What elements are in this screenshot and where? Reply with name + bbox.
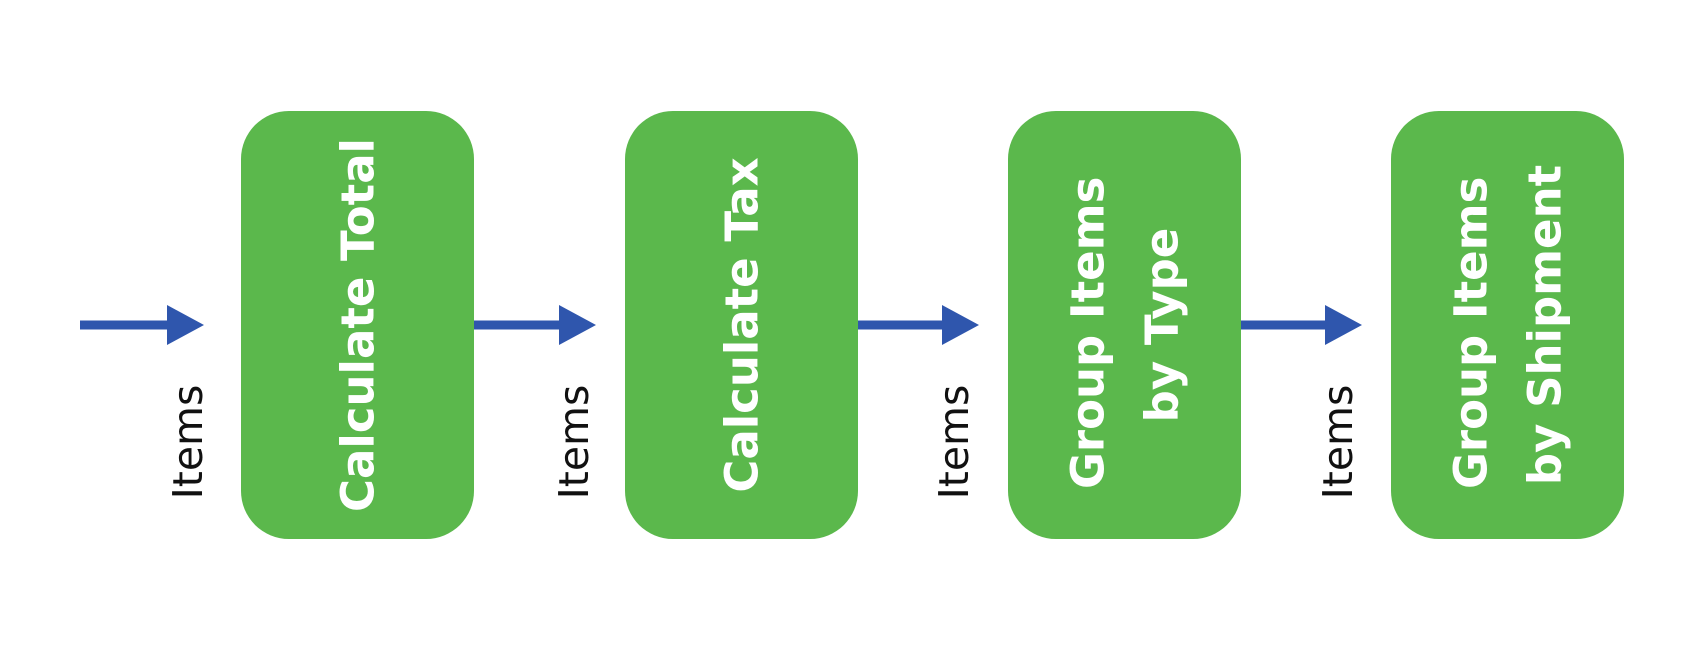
node-3-label-line-1: Group Items [1062,177,1115,489]
svg-text:Calculate Tax: Calculate Tax [716,157,769,492]
edge-3-label: Items [930,385,978,500]
edge-4-arrowhead [1325,305,1362,345]
node-4-box [1391,111,1624,539]
edge-1-label: Items [164,385,212,500]
node-3-box [1008,111,1241,539]
node-1-box [241,111,474,539]
edge-2-arrowhead [559,305,596,345]
svg-text:Calculate Total: Calculate Total [332,138,385,512]
svg-text:Group Items by Shipment: Group Items by Shipment [1445,161,1572,489]
edge-2-label: Items [550,385,598,500]
edge-1: Items [80,305,212,499]
node-4-label-line-1: Group Items [1445,177,1498,489]
node-1-label-line-1: Calculate Total [332,138,385,512]
node-calculate-tax: Calculate Tax [625,111,858,539]
edge-2: Items [474,305,598,499]
svg-text:Group Items by Type: Group Items by Type [1062,161,1189,489]
node-4-label-line-2: by Shipment [1519,165,1572,485]
node-calculate-total: Calculate Total [241,111,474,539]
edge-1-arrowhead [167,305,204,345]
edge-3: Items [858,305,979,499]
node-group-items-by-type: Group Items by Type [1008,111,1241,539]
node-2-box [625,111,858,539]
node-group-items-by-shipment: Group Items by Shipment [1391,111,1624,539]
edge-4: Items [1241,305,1362,499]
edge-3-arrowhead [942,305,979,345]
node-3-label-line-2: by Type [1136,228,1189,423]
edge-4-label: Items [1314,385,1362,500]
node-2-label-line-1: Calculate Tax [716,157,769,492]
